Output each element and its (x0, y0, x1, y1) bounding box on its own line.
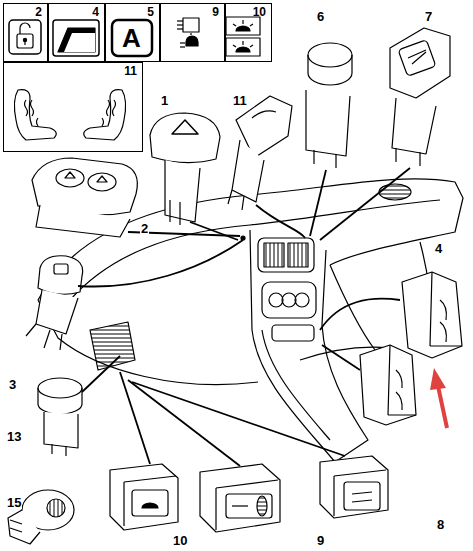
callout-number: 1 (160, 94, 169, 107)
auto-icon (112, 20, 152, 56)
switch-9 (200, 464, 280, 532)
cell-number: 11 (124, 65, 137, 77)
light-icon (177, 18, 199, 47)
table-cell: 10 (225, 3, 272, 62)
door-lock-switch (26, 256, 83, 350)
table-cell: 11 (3, 62, 143, 152)
leader-lines (78, 168, 410, 466)
icon-letter: A (122, 25, 141, 51)
table-cell: 5A (105, 3, 160, 62)
table-cell: 9 (160, 3, 225, 62)
round-button (38, 378, 82, 456)
cell-number: 4 (92, 6, 99, 18)
dome-light-icon (226, 17, 260, 56)
slope-icon (53, 20, 99, 56)
callout-number: 7 (424, 10, 433, 23)
callout-number: 2 (140, 222, 149, 235)
cell-number: 9 (212, 6, 219, 18)
rocker-switch (360, 272, 462, 425)
callout-number: 11 (232, 94, 248, 107)
cell-number: 5 (147, 6, 154, 18)
cell-number: 10 (253, 6, 266, 18)
cell-number: 2 (35, 6, 42, 18)
callout-number: 4 (434, 242, 443, 255)
callout-number: 13 (6, 430, 22, 443)
table-cell: 2 (3, 3, 48, 62)
switch-10 (110, 464, 178, 530)
callout-number: 15 (6, 496, 22, 509)
switch-7 (390, 28, 450, 166)
padlock-icon (9, 20, 41, 54)
callout-number: 8 (436, 518, 445, 531)
callout-number: 6 (316, 10, 325, 23)
double-switch (32, 158, 137, 237)
callout-number: 10 (172, 534, 188, 547)
switch-11 (228, 96, 292, 210)
table-cell: 4 (48, 3, 105, 62)
callout-number: 3 (8, 378, 17, 391)
switch-8 (320, 456, 388, 518)
callout-number: 9 (316, 534, 325, 547)
hazard-switch (150, 113, 220, 225)
heated-seat-icon (14, 90, 125, 140)
pointer-arrow (430, 368, 447, 428)
switch-6 (306, 43, 352, 168)
